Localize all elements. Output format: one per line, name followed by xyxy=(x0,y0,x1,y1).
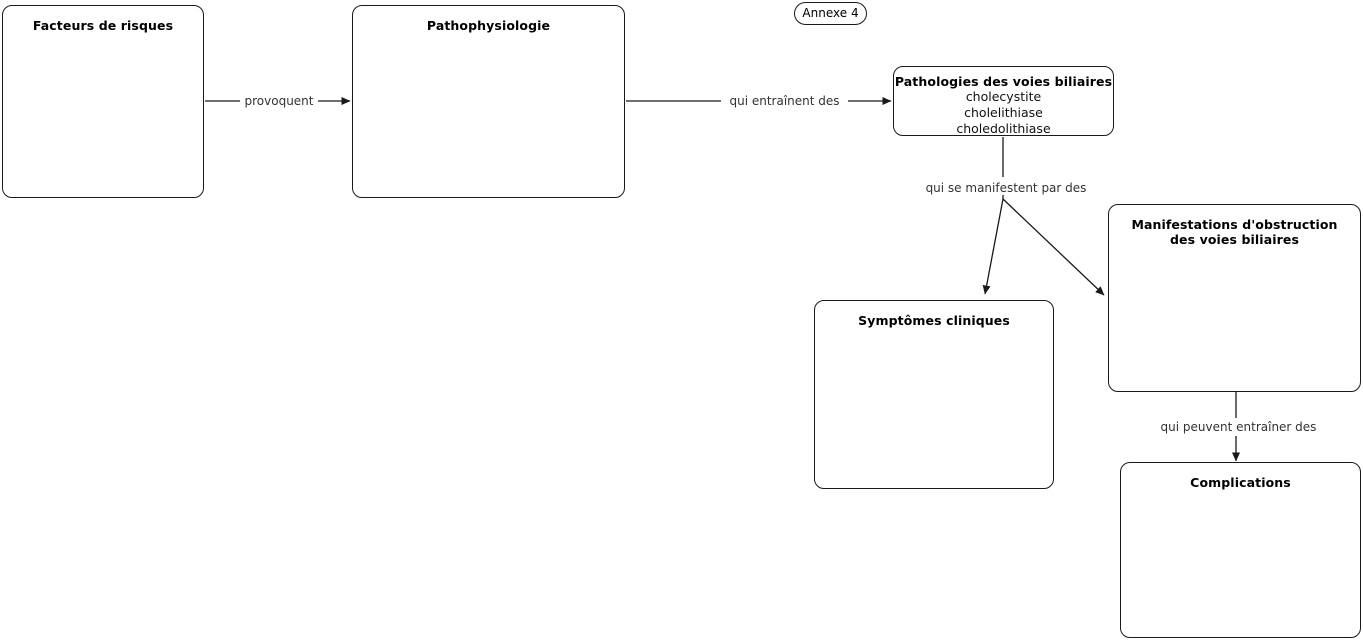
node-pathophysiologie[interactable]: Pathophysiologie xyxy=(352,5,625,198)
node-facteurs-de-risques[interactable]: Facteurs de risques xyxy=(2,5,204,198)
connector-branch-to-obstruction xyxy=(1002,198,1105,296)
list-item: cholecystite xyxy=(965,89,1042,104)
edge-label-provoquent: provoquent xyxy=(240,94,318,108)
node-title-pathologies-des-voies-biliaires: Pathologies des voies biliaires xyxy=(894,74,1113,89)
node-title-complications: Complications xyxy=(1190,475,1291,490)
node-title-facteurs-de-risques: Facteurs de risques xyxy=(32,18,174,33)
node-complications[interactable]: Complications xyxy=(1120,462,1361,638)
node-manifestations-obstruction-voies-biliaires[interactable]: Manifestations d'obstruction des voies b… xyxy=(1108,204,1361,392)
list-item: choledolithiase xyxy=(956,121,1051,136)
node-title-manifestations-obstruction-voies-biliaires: Manifestations d'obstruction des voies b… xyxy=(1131,217,1338,247)
edge-label-qui-peuvent-entrainer-des: qui peuvent entraîner des xyxy=(1152,420,1325,434)
edge-label-qui-entrainent-des: qui entraînent des xyxy=(721,94,848,108)
node-pathologies-des-voies-biliaires[interactable]: Pathologies des voies biliaires cholecys… xyxy=(893,66,1114,136)
edge-label-qui-se-manifestent-par-des: qui se manifestent par des xyxy=(916,181,1096,195)
node-items-pathologies-des-voies-biliaires: cholecystite cholelithiase choledolithia… xyxy=(894,89,1113,137)
node-title-pathophysiologie: Pathophysiologie xyxy=(426,18,551,33)
annexe-badge: Annexe 4 xyxy=(794,2,867,25)
annexe-badge-label: Annexe 4 xyxy=(802,6,859,20)
connector-branch-to-symptoms xyxy=(982,198,1004,295)
node-title-symptomes-cliniques: Symptômes cliniques xyxy=(858,313,1010,328)
node-symptomes-cliniques[interactable]: Symptômes cliniques xyxy=(814,300,1054,489)
list-item: cholelithiase xyxy=(964,105,1043,120)
